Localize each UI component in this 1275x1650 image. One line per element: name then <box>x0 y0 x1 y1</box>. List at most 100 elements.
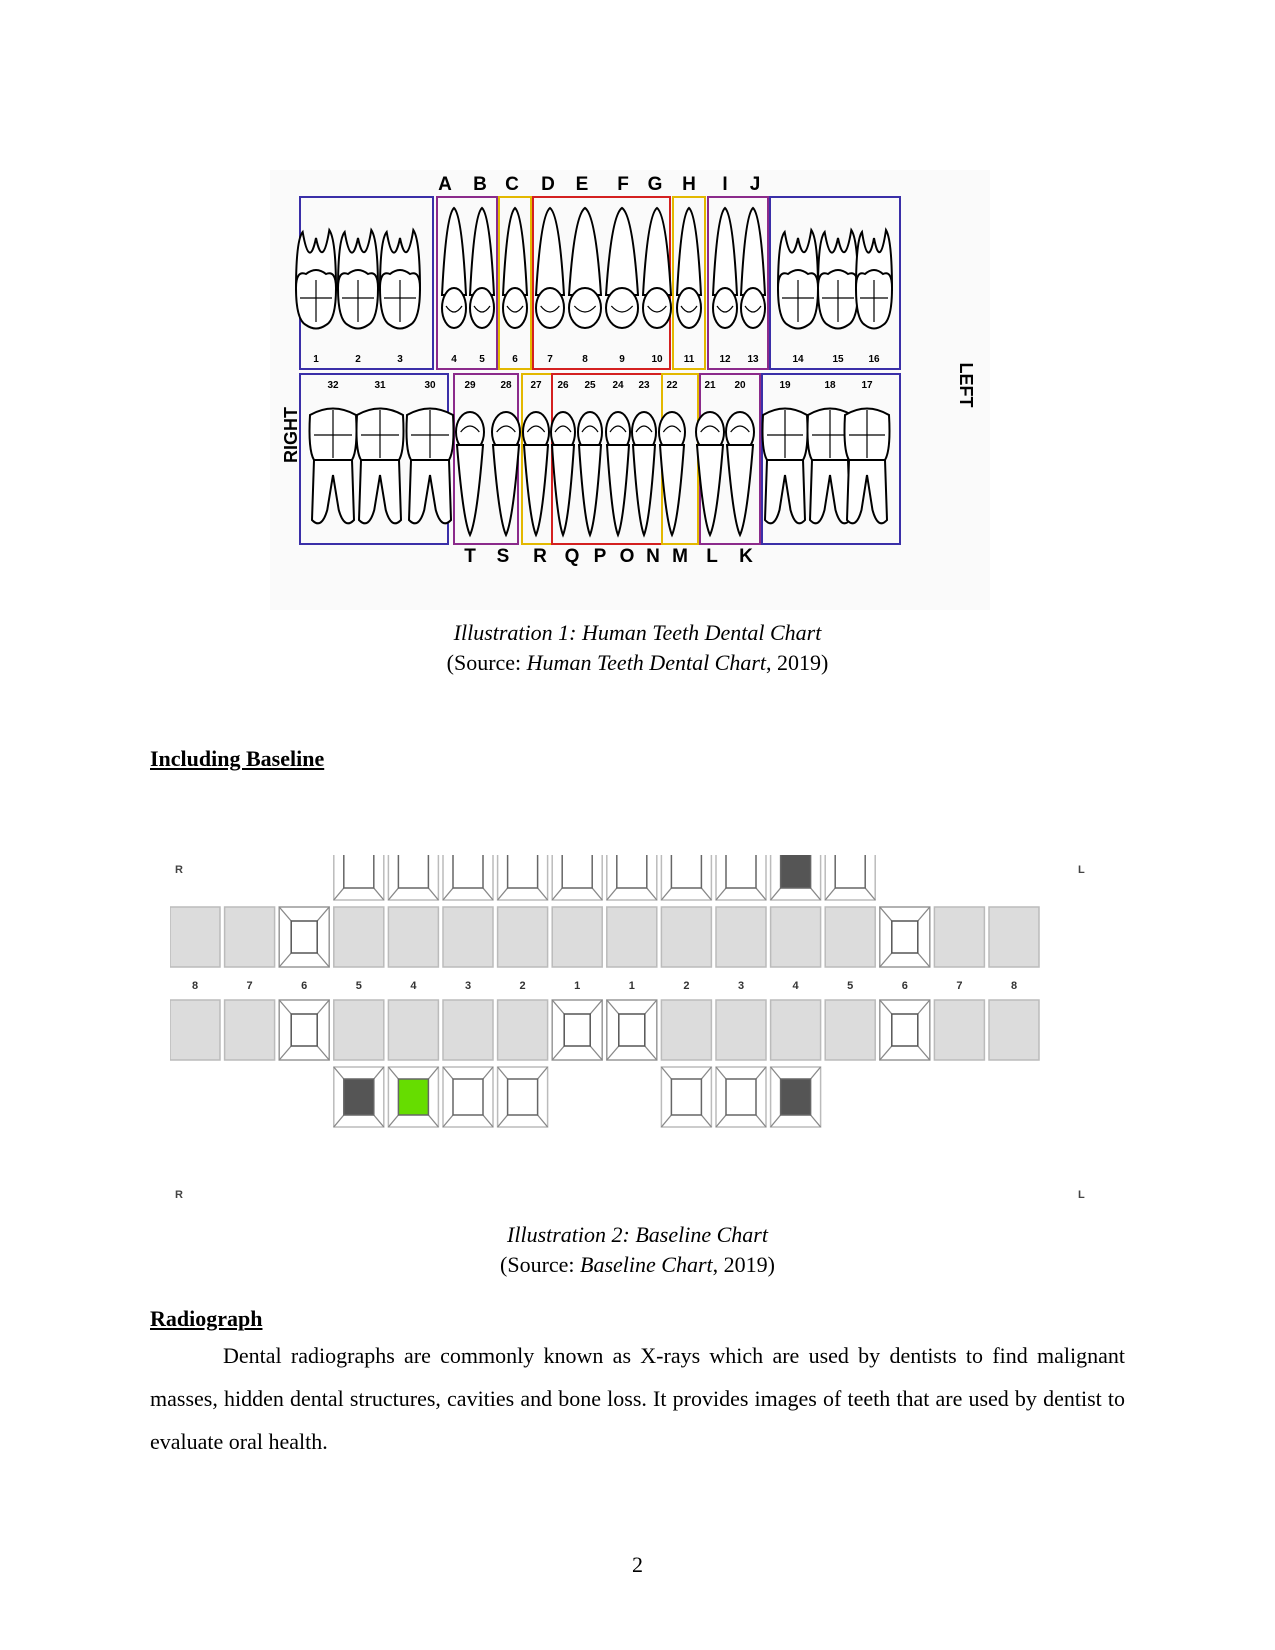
tooth-root <box>440 206 468 296</box>
upper-tooth-11 <box>675 206 703 329</box>
baseline-upper-cell-7 <box>933 906 986 968</box>
baseline-lower-extra-cell <box>442 1066 494 1128</box>
letter-label-Q: Q <box>565 546 580 567</box>
baseline-tooth-number-1: 1 <box>629 980 635 992</box>
tooth-crown <box>676 287 702 329</box>
tooth-root <box>675 206 703 296</box>
cell-diagonals <box>387 1066 439 1128</box>
tooth-number-27: 27 <box>530 380 542 391</box>
cell-center <box>397 1078 430 1116</box>
baseline-upper-cell-2 <box>660 906 713 968</box>
baseline-tooth-number-5: 5 <box>356 980 362 992</box>
molar-group-box <box>769 196 901 370</box>
tooth-groove <box>314 410 352 458</box>
cell-center <box>343 1078 375 1116</box>
letter-label-A: A <box>438 174 452 195</box>
figure2-source: (Source: Baseline Chart, 2019) <box>0 1252 1275 1278</box>
letter-label-I: I <box>722 174 727 195</box>
tooth-number-2: 2 <box>355 354 361 365</box>
tooth-crown <box>605 287 639 329</box>
tooth-number-31: 31 <box>374 380 386 391</box>
page-number: 2 <box>632 1552 643 1577</box>
cell-diagonals <box>715 1066 767 1128</box>
tooth-groove <box>635 425 653 433</box>
tooth-number-14: 14 <box>792 354 804 365</box>
lower-tooth-23 <box>631 411 657 538</box>
baseline-lower-cell-5 <box>333 999 385 1061</box>
premolar-group-box <box>707 196 769 370</box>
baseline-lower-cell-7 <box>223 999 276 1061</box>
baseline-lower-cell-1 <box>606 999 658 1061</box>
baseline-upper-cell-5 <box>824 906 876 968</box>
tooth-number-8: 8 <box>582 354 588 365</box>
baseline-lower-cell-8 <box>988 999 1040 1061</box>
cell-center <box>891 1013 919 1047</box>
baseline-upper-extra-cell <box>824 855 876 901</box>
baseline-lower-extra-cell <box>333 1066 385 1128</box>
letter-label-S: S <box>497 546 510 567</box>
cell-center <box>725 1078 757 1116</box>
baseline-lower-cell-4 <box>769 999 822 1061</box>
source-prefix: (Source: <box>500 1252 581 1277</box>
tooth-root <box>763 459 807 525</box>
tooth-number-18: 18 <box>824 380 836 391</box>
cell-diagonals <box>442 1066 494 1128</box>
tooth-root <box>357 459 403 525</box>
baseline-upper-cell-5 <box>333 906 385 968</box>
tooth-groove <box>730 425 750 433</box>
baseline-lower-cell-5 <box>824 999 876 1061</box>
tooth-number-29: 29 <box>464 380 476 391</box>
tooth-root <box>455 444 485 538</box>
letter-label-B: B <box>473 174 487 195</box>
tooth-root <box>407 459 453 525</box>
baseline-lower-extra-cell <box>387 1066 440 1128</box>
letter-label-C: C <box>505 174 519 195</box>
baseline-lower-extra-cell <box>496 1066 549 1128</box>
baseline-upper-cell-6 <box>879 906 931 968</box>
left-side-label: LEFT <box>956 363 976 408</box>
baseline-upper-extra-cell <box>496 855 549 901</box>
tooth-root <box>577 444 603 538</box>
tooth-groove <box>812 410 848 458</box>
letter-label-K: K <box>739 546 753 567</box>
tooth-number-3: 3 <box>397 354 403 365</box>
baseline-tooth-number-6: 6 <box>902 980 908 992</box>
tooth-number-15: 15 <box>832 354 844 365</box>
lower-tooth-26 <box>550 411 576 538</box>
letter-label-G: G <box>648 174 663 195</box>
tooth-root <box>739 206 767 296</box>
tooth-number-32: 32 <box>327 380 339 391</box>
tooth-number-10: 10 <box>651 354 663 365</box>
tooth-root <box>845 459 889 525</box>
tooth-crown <box>535 287 565 329</box>
figure2-caption: Illustration 2: Baseline Chart <box>507 1222 768 1242</box>
tooth-number-11: 11 <box>684 354 695 365</box>
cell-center <box>779 1078 812 1116</box>
baseline-lower-cell-6 <box>278 999 330 1061</box>
cell-diagonals <box>333 1066 385 1128</box>
molar-group-box <box>761 373 901 545</box>
tooth-root <box>468 206 496 296</box>
source-suffix: , 2019) <box>712 1252 775 1277</box>
baseline-upper-cell-1 <box>606 906 658 968</box>
lower-tooth-28 <box>491 411 521 538</box>
tooth-crown <box>642 287 672 329</box>
lower-tooth-24 <box>605 411 631 538</box>
baseline-tooth-number-7: 7 <box>956 980 962 992</box>
baseline-tooth-number-6: 6 <box>301 980 307 992</box>
section-heading-radiograph: Radiograph <box>150 1306 263 1331</box>
tooth-root <box>534 206 566 296</box>
tooth-groove <box>860 280 888 322</box>
tooth-groove <box>361 410 399 458</box>
cell-center <box>397 855 430 889</box>
source-prefix: (Source: <box>446 650 527 675</box>
corner-label-l-bottom: L <box>1078 1189 1085 1201</box>
cell-center <box>452 855 484 889</box>
baseline-tooth-number-2: 2 <box>520 980 526 992</box>
upper-tooth-7 <box>534 206 566 329</box>
tooth-root <box>641 206 673 296</box>
paragraph-text: Dental radiographs are commonly known as… <box>150 1343 1125 1454</box>
cell-center <box>725 855 757 889</box>
source-suffix: , 2019) <box>766 650 829 675</box>
